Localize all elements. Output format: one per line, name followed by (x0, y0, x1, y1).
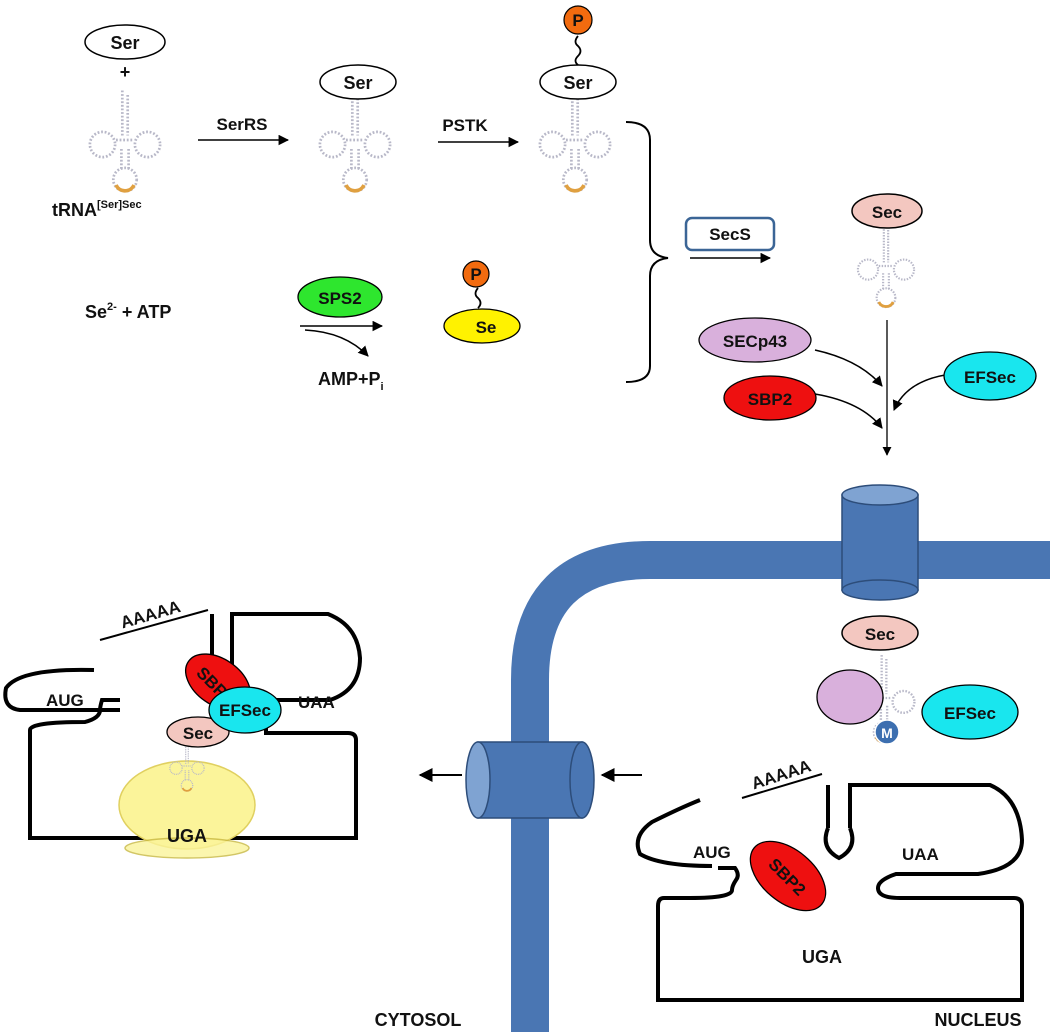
phosphate (462, 260, 490, 288)
efsec-protein-nucleus: EFSec (921, 684, 1019, 740)
secp43-protein-nucleus (816, 669, 884, 725)
sec-label: Sec (872, 203, 902, 222)
amp-pi-label: AMP+Pi (318, 369, 384, 393)
amp-release-arrow (304, 329, 369, 357)
plus-sign: + (120, 62, 131, 82)
nucleus-label: NUCLEUS (934, 1010, 1021, 1030)
uaa-codon-nucleus: UAA (902, 845, 939, 864)
ser-label: Ser (110, 33, 139, 53)
nuclear-membrane (511, 541, 1050, 1032)
secp43-label: SECp43 (723, 332, 787, 351)
efsec-join-arrow (892, 374, 946, 411)
secp43-join-arrow (814, 349, 883, 387)
uaa-codon-cytosol: UAA (298, 693, 335, 712)
efsec-label: EFSec (944, 704, 996, 723)
efsec-label: EFSec (964, 368, 1016, 387)
polya-tail-nucleus (741, 773, 823, 799)
pstk-label: PSTK (442, 116, 488, 135)
selenide-atp-label: Se2- + ATP (85, 301, 171, 322)
sec-on-trna-nucleus: Sec (841, 615, 919, 651)
sec-on-trna-cytosol: Sec (166, 716, 230, 748)
phosphate-label: P (572, 11, 583, 30)
se-label: Se (476, 318, 497, 337)
selenophosphate-linker (474, 287, 482, 309)
uga-codon-cytosol: UGA (167, 826, 207, 846)
trna-sec-small (856, 224, 916, 309)
sbp2-protein-nucleus: SBP2 (749, 840, 827, 912)
trna-uncharged (88, 88, 162, 194)
polya-label: AAAAA (749, 756, 813, 793)
ser-label: Ser (343, 73, 372, 93)
ribosome (118, 760, 256, 859)
aug-codon-nucleus: AUG (693, 843, 731, 862)
sps2-label: SPS2 (318, 289, 361, 308)
cytosol-label: CYTOSOL (375, 1010, 462, 1030)
phosphate-label: P (470, 265, 481, 284)
polya-tail-cytosol (99, 609, 209, 641)
ser-on-trna: Ser (319, 64, 397, 100)
trna-phosphoseryl (538, 88, 612, 194)
secs-label: SecS (709, 225, 751, 244)
serrs-label: SerRS (216, 115, 267, 134)
sec-on-trna: Sec (851, 193, 923, 229)
mrna-nucleus (635, 783, 1025, 1002)
ser-on-trna-phospho: Ser (539, 64, 617, 100)
aug-codon-cytosol: AUG (46, 691, 84, 710)
convergence-bracket (625, 121, 669, 383)
efsec-label: EFSec (219, 701, 271, 720)
secs-enzyme: SecS (684, 216, 776, 252)
selenophosphate: P Se (443, 260, 521, 344)
sbp2-label: SBP2 (748, 390, 792, 409)
efsec-protein-cytosol: EFSec (208, 686, 282, 734)
phosphate-linker (574, 35, 582, 66)
ser-label: Ser (563, 73, 592, 93)
nuclear-pore-side (465, 741, 595, 819)
methyl-label: M (881, 725, 893, 741)
nuclear-pore-top (841, 484, 919, 601)
sbp2-join-arrow (814, 393, 883, 429)
methyl-group: M (874, 719, 900, 745)
trna-label: tRNA[Ser]Sec (52, 199, 142, 220)
sbp2-protein: SBP2 (723, 375, 817, 421)
sec-label: Sec (183, 724, 213, 743)
sps2-enzyme: SPS2 (297, 276, 383, 318)
uga-codon-nucleus: UGA (802, 947, 842, 967)
trna-ser (318, 88, 392, 194)
sec-label: Sec (865, 625, 895, 644)
phosphate: P (563, 5, 593, 35)
efsec-protein: EFSec (943, 351, 1037, 401)
free-serine: Ser (84, 24, 166, 60)
secp43-protein: SECp43 (698, 317, 812, 363)
polya-label: AAAAA (118, 597, 182, 632)
